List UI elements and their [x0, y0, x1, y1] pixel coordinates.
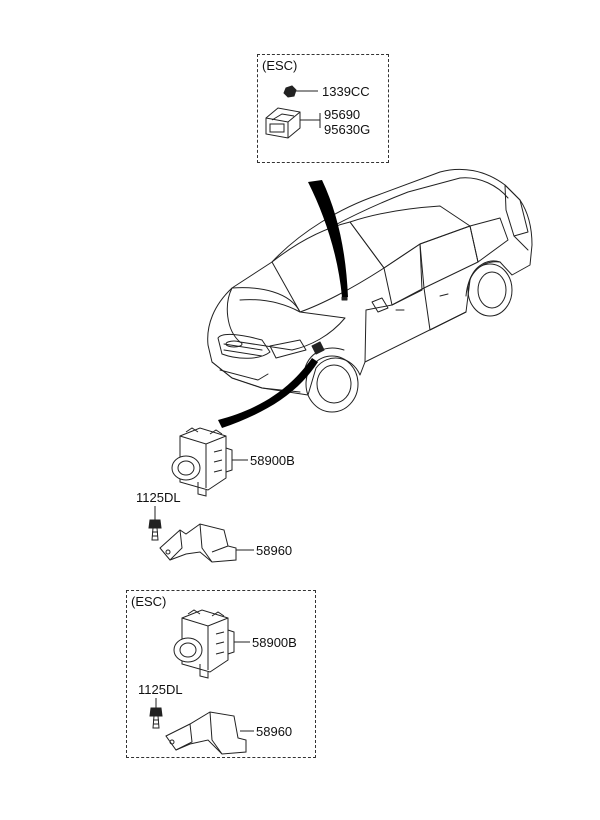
part-label-58900b-esc: 58900B	[252, 635, 297, 650]
yaw-sensor-icon	[265, 107, 301, 139]
nut-icon	[283, 85, 297, 98]
part-label-1125dl: 1125DL	[136, 490, 181, 505]
esc-inset-top-frame	[257, 54, 389, 163]
part-label-1125dl-esc: 1125DL	[138, 682, 183, 697]
part-label-1339cc: 1339CC	[322, 84, 370, 99]
hecu-unit	[171, 427, 233, 497]
car-illustration	[207, 168, 533, 413]
part-label-58960-esc: 58960	[256, 724, 293, 739]
part-label-95690: 95690	[324, 107, 361, 122]
leader-arrow-hecu	[218, 358, 318, 428]
leader-arrows	[218, 180, 348, 428]
bolt-icon	[148, 506, 162, 541]
esc-inset-bottom-frame	[126, 590, 316, 758]
esc-tag-bottom: (ESC)	[131, 594, 167, 609]
part-label-58960: 58960	[256, 543, 293, 558]
leader-arrow-esc-sensor	[308, 180, 348, 297]
esc-hecu-inset	[149, 609, 254, 755]
bracket-icon	[159, 523, 237, 563]
esc-sensor-inset	[265, 85, 321, 139]
part-label-95630g: 95630G	[324, 122, 371, 137]
esc-tag-top: (ESC)	[262, 58, 298, 73]
part-label-58900b: 58900B	[250, 453, 295, 468]
